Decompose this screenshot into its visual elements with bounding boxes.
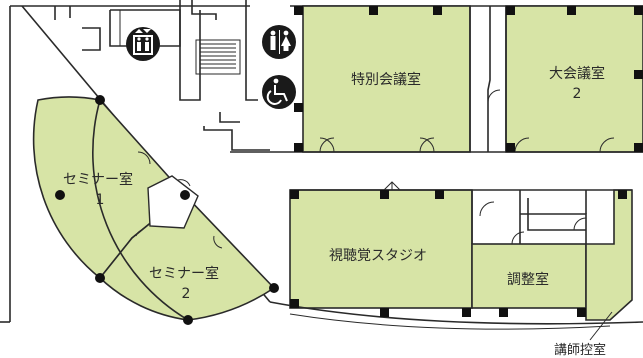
room-seminar-1	[32, 96, 187, 280]
label-special-conference: 特別会議室	[351, 71, 421, 88]
restroom-icon	[262, 25, 296, 59]
curved-facade	[269, 301, 643, 325]
curved-facade-inner	[289, 313, 611, 330]
pillars-top	[294, 6, 643, 152]
seminar-details	[135, 151, 223, 249]
label-seminar-2-line2: 2	[182, 286, 191, 302]
door-swings-top	[319, 89, 615, 153]
wheelchair-icon	[262, 75, 296, 109]
room-special-conference	[302, 5, 471, 153]
room-control	[471, 243, 587, 309]
stairs	[195, 39, 241, 75]
service-core	[54, 0, 270, 151]
seminar-central-core	[147, 175, 199, 229]
label-av-studio: 視聴覚スタジオ	[329, 248, 427, 264]
label-seminar-1-line2: 1	[96, 192, 105, 208]
callout-leader-line	[589, 311, 613, 341]
lower-walls	[290, 181, 632, 245]
room-grand-conference	[505, 5, 643, 153]
label-seminar-2-line1: セミナー室	[149, 265, 219, 282]
room-lecturer-waiting	[585, 189, 633, 321]
label-control-room: 調整室	[507, 271, 549, 288]
label-seminar-1-line1: セミナー室	[63, 171, 133, 188]
seminar-pillar-dots	[55, 95, 279, 325]
label-grand-conference-line1: 大会議室	[549, 65, 605, 82]
seminar-outer-arc	[92, 99, 189, 321]
label-lecturer-waiting: 講師控室	[554, 342, 606, 358]
elevator-icon	[126, 27, 160, 61]
pillars-bottom	[290, 190, 627, 317]
label-grand-conference-line2: 2	[573, 86, 582, 102]
